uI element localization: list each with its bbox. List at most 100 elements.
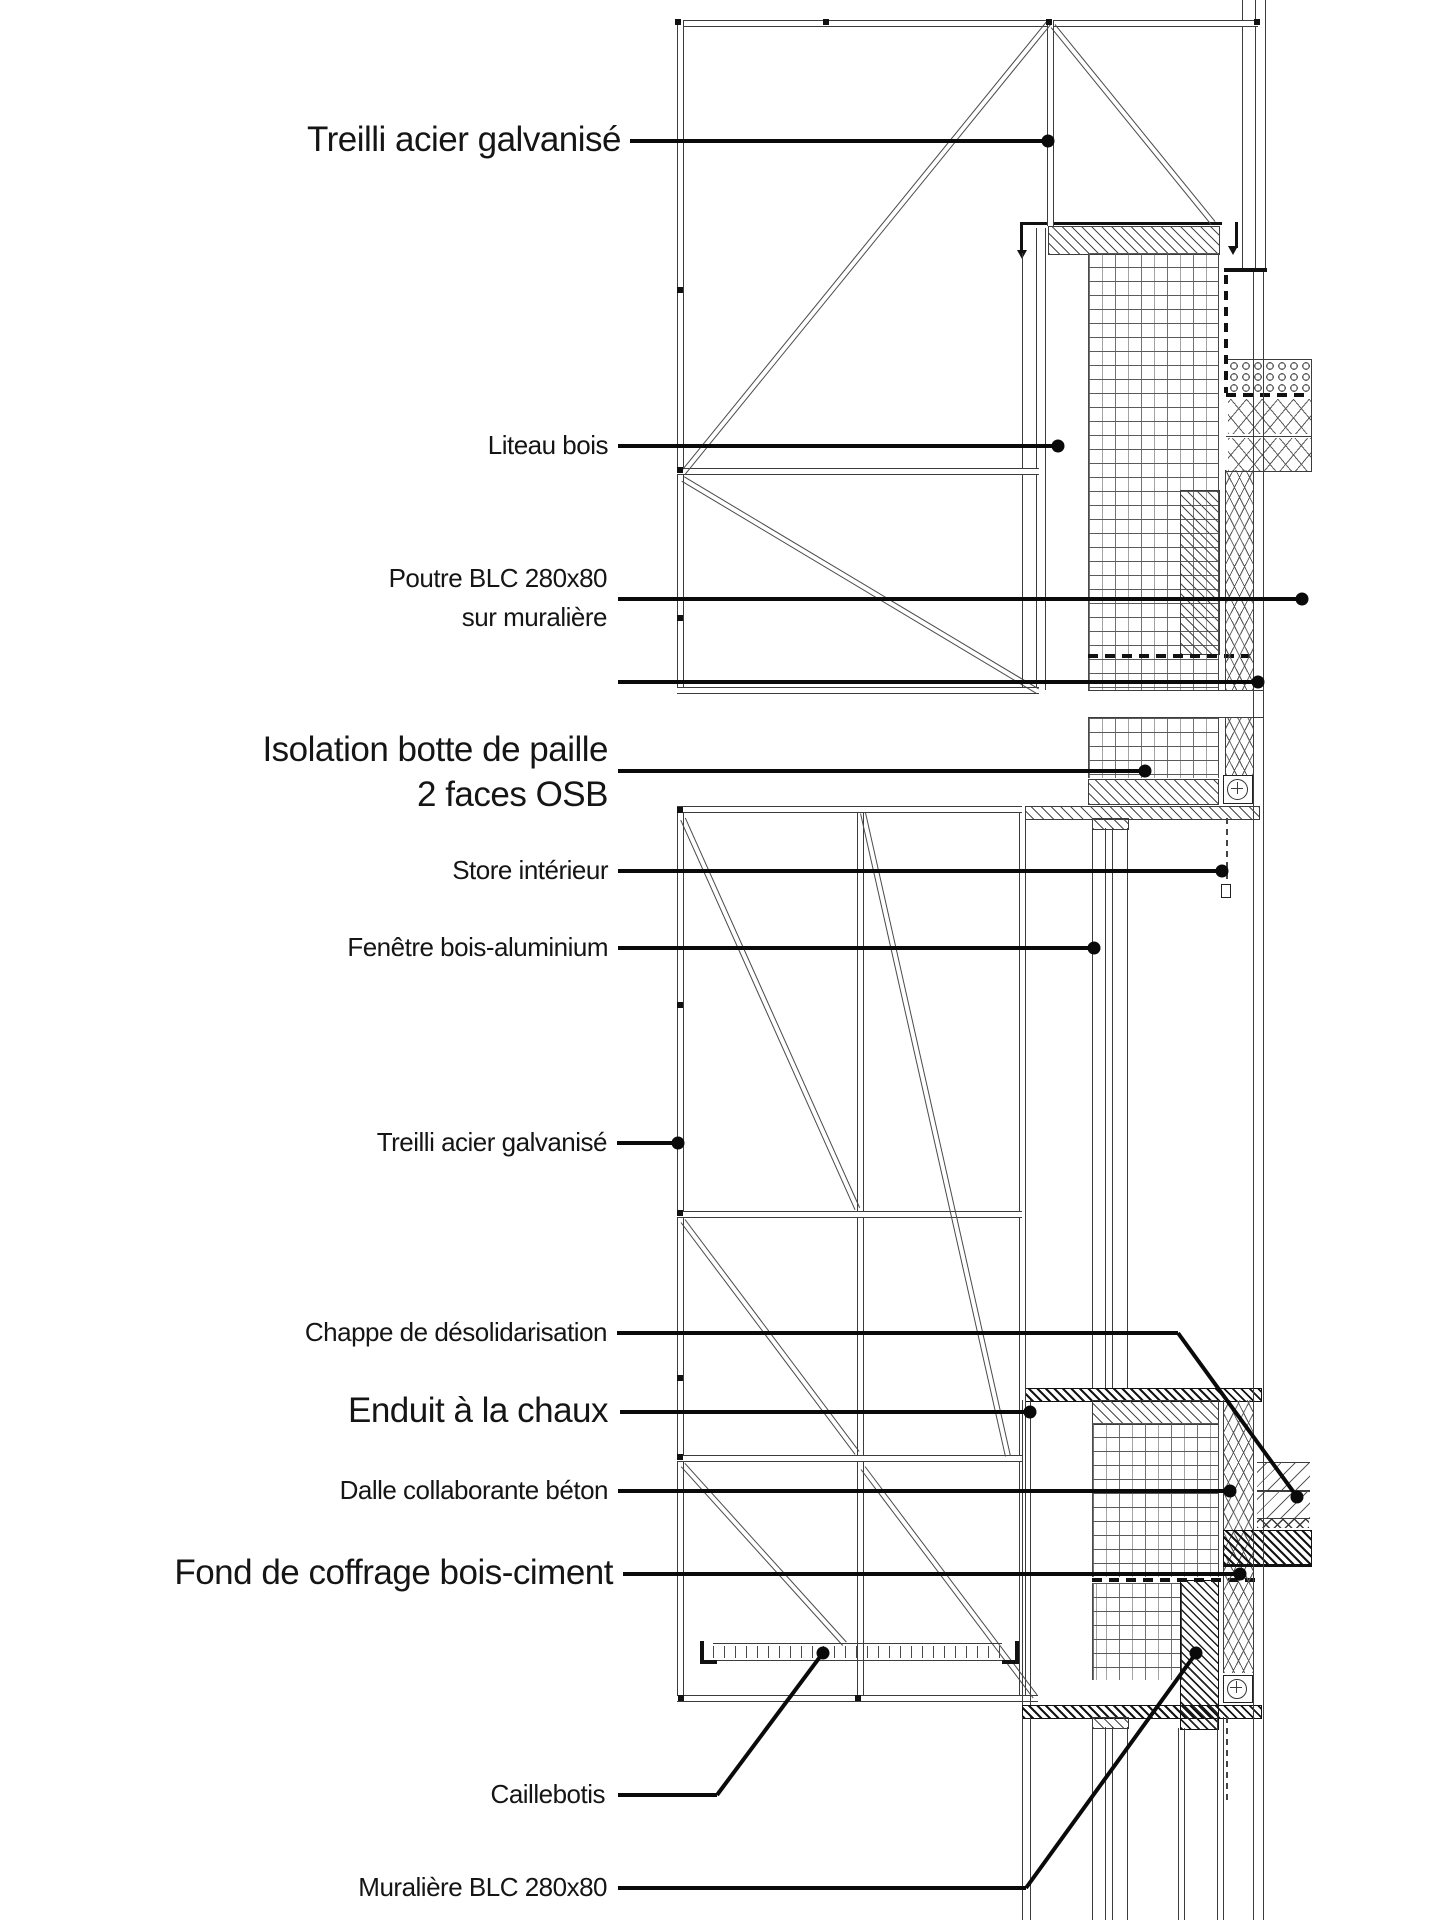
label-poutre-l1: Poutre BLC 280x80 xyxy=(388,562,608,593)
leader-dot xyxy=(1295,592,1309,606)
blind-cord-dashed xyxy=(1226,818,1228,893)
label-treillis-haut: Treilli acier galvanisé xyxy=(307,120,622,160)
wall-face-line xyxy=(1022,1717,1023,1920)
trellis-upper-brace-2 xyxy=(681,476,1039,694)
lower-blind-cord-dashed xyxy=(1226,1717,1228,1802)
trellis-upper-left-chord xyxy=(677,20,684,692)
leader-dot xyxy=(1215,864,1229,878)
label-poutre-l2: sur muralière xyxy=(461,601,608,632)
floor-edge-line xyxy=(1311,360,1312,471)
upper-wall-line-3 xyxy=(1265,0,1266,268)
beam-hatch-upper-wall xyxy=(1180,490,1220,655)
trellis-upper-mid-rail xyxy=(677,468,1039,475)
wall-gap-line-bottom xyxy=(1088,717,1263,718)
trellis-upper-right-post xyxy=(1047,20,1054,226)
screed-top-line xyxy=(1228,359,1312,360)
lintel-hatch xyxy=(1088,779,1219,805)
lower-window-head-band xyxy=(1022,1705,1262,1719)
layer-separator-line xyxy=(1226,436,1312,437)
trellis-lower-rail-2 xyxy=(677,1211,1022,1218)
node-tick xyxy=(677,287,683,293)
cladding-line-2-bottom xyxy=(1263,1705,1264,1920)
node-tick xyxy=(675,19,681,25)
leader-dot xyxy=(1023,1405,1037,1419)
window-frame-line-1 xyxy=(1092,828,1093,1388)
cladding-line-1-bottom xyxy=(1253,1705,1254,1920)
blind-cross-v-lower xyxy=(1236,1681,1237,1693)
fiber-insulation-strip-head xyxy=(1225,718,1254,775)
trellis-upper-bottom-chord xyxy=(677,687,1039,694)
flashing-left-horizontal xyxy=(1020,222,1046,225)
leader-store xyxy=(618,869,1217,873)
grating-top-chord xyxy=(713,1643,1002,1644)
node-tick xyxy=(855,1695,861,1701)
label-liteau: Liteau bois xyxy=(487,429,609,460)
window-glazing-line-1 xyxy=(1105,828,1106,1388)
node-tick xyxy=(677,615,683,621)
leader-dot xyxy=(1051,439,1065,453)
blind-cord-guide xyxy=(1221,884,1231,898)
trellis-top-chord xyxy=(677,20,1258,27)
leader-dalle xyxy=(618,1489,1225,1493)
node-tick xyxy=(1046,19,1052,25)
lower-window-glazing-2 xyxy=(1112,1727,1113,1920)
fiber-insulation-strip-upper xyxy=(1225,470,1254,690)
leader-enduit xyxy=(620,1410,1025,1414)
label-caillebotis: Caillebotis xyxy=(490,1778,606,1809)
membrane-dashed-horizontal xyxy=(1226,393,1312,397)
membrane-dashed-vertical xyxy=(1224,275,1228,393)
insulation-batt-row-1 xyxy=(1228,399,1312,434)
node-tick xyxy=(677,1454,683,1460)
window-head-band xyxy=(1022,806,1260,820)
blind-cross-v xyxy=(1237,782,1238,794)
upper-wall-line-1 xyxy=(1242,0,1243,268)
lower-window-head-subblock xyxy=(1092,1717,1129,1729)
plaster-face-line xyxy=(1030,1717,1031,1920)
upper-osb-face-1 xyxy=(1036,228,1037,690)
straw-bale-wall-lower xyxy=(1092,1423,1219,1577)
wall-gap-line-top xyxy=(1088,690,1263,691)
node-tick xyxy=(677,1002,683,1008)
insulation-edge-2 xyxy=(1223,1717,1224,1920)
trellis-lower-top-rail xyxy=(677,806,1022,813)
blind-roller-circle-lower xyxy=(1227,1679,1247,1699)
leader-dot xyxy=(1233,1567,1247,1581)
label-chappe: Chappe de désolidarisation xyxy=(304,1316,608,1347)
junction-cap-line xyxy=(1040,222,1222,225)
label-isolation-l1: Isolation botte de paille xyxy=(262,730,608,770)
node-tick xyxy=(678,1695,684,1701)
cladding-line-2 xyxy=(1263,272,1264,1705)
trellis-upper-brace-1 xyxy=(680,21,1052,475)
leader-dot xyxy=(1290,1490,1304,1504)
straw-bale-wall-lower-2 xyxy=(1092,1583,1182,1680)
leader-liteau xyxy=(618,444,1053,448)
leader-dot xyxy=(671,1136,685,1150)
insulation-batt-row-2 xyxy=(1228,438,1312,471)
leader-caillebotis-diag xyxy=(715,1651,825,1797)
leader-dot xyxy=(1251,675,1265,689)
trellis-lower-brace-3 xyxy=(680,1219,860,1455)
leader-dot xyxy=(1189,1646,1203,1660)
leader-treillis-haut xyxy=(630,139,1043,143)
lower-plaster-face xyxy=(1030,1400,1031,1705)
node-tick xyxy=(677,1375,683,1381)
trellis-corner-brace xyxy=(1050,24,1216,226)
trellis-lower-left-chord xyxy=(677,806,684,1702)
label-dalle: Dalle collaborante béton xyxy=(339,1474,609,1505)
node-tick xyxy=(1254,19,1260,25)
node-tick xyxy=(677,807,683,813)
grating-bracket-left xyxy=(700,1641,717,1664)
label-muraliere: Muralière BLC 280x80 xyxy=(358,1871,607,1902)
trellis-lower-right-chord xyxy=(1019,806,1026,1702)
ceiling-line-upper xyxy=(1226,471,1312,472)
node-tick xyxy=(677,467,683,473)
upper-osb-face-2 xyxy=(1045,228,1046,690)
leader-chappe-h xyxy=(617,1331,1178,1335)
grating-bracket-right xyxy=(1002,1641,1019,1664)
upper-wall-line-2 xyxy=(1255,0,1256,268)
label-enduit: Enduit à la chaux xyxy=(347,1391,609,1431)
leader-caillebotis-h xyxy=(618,1793,717,1797)
sill-beam-hatch xyxy=(1092,1400,1219,1425)
roller-blind-box-lower xyxy=(1223,1675,1253,1703)
